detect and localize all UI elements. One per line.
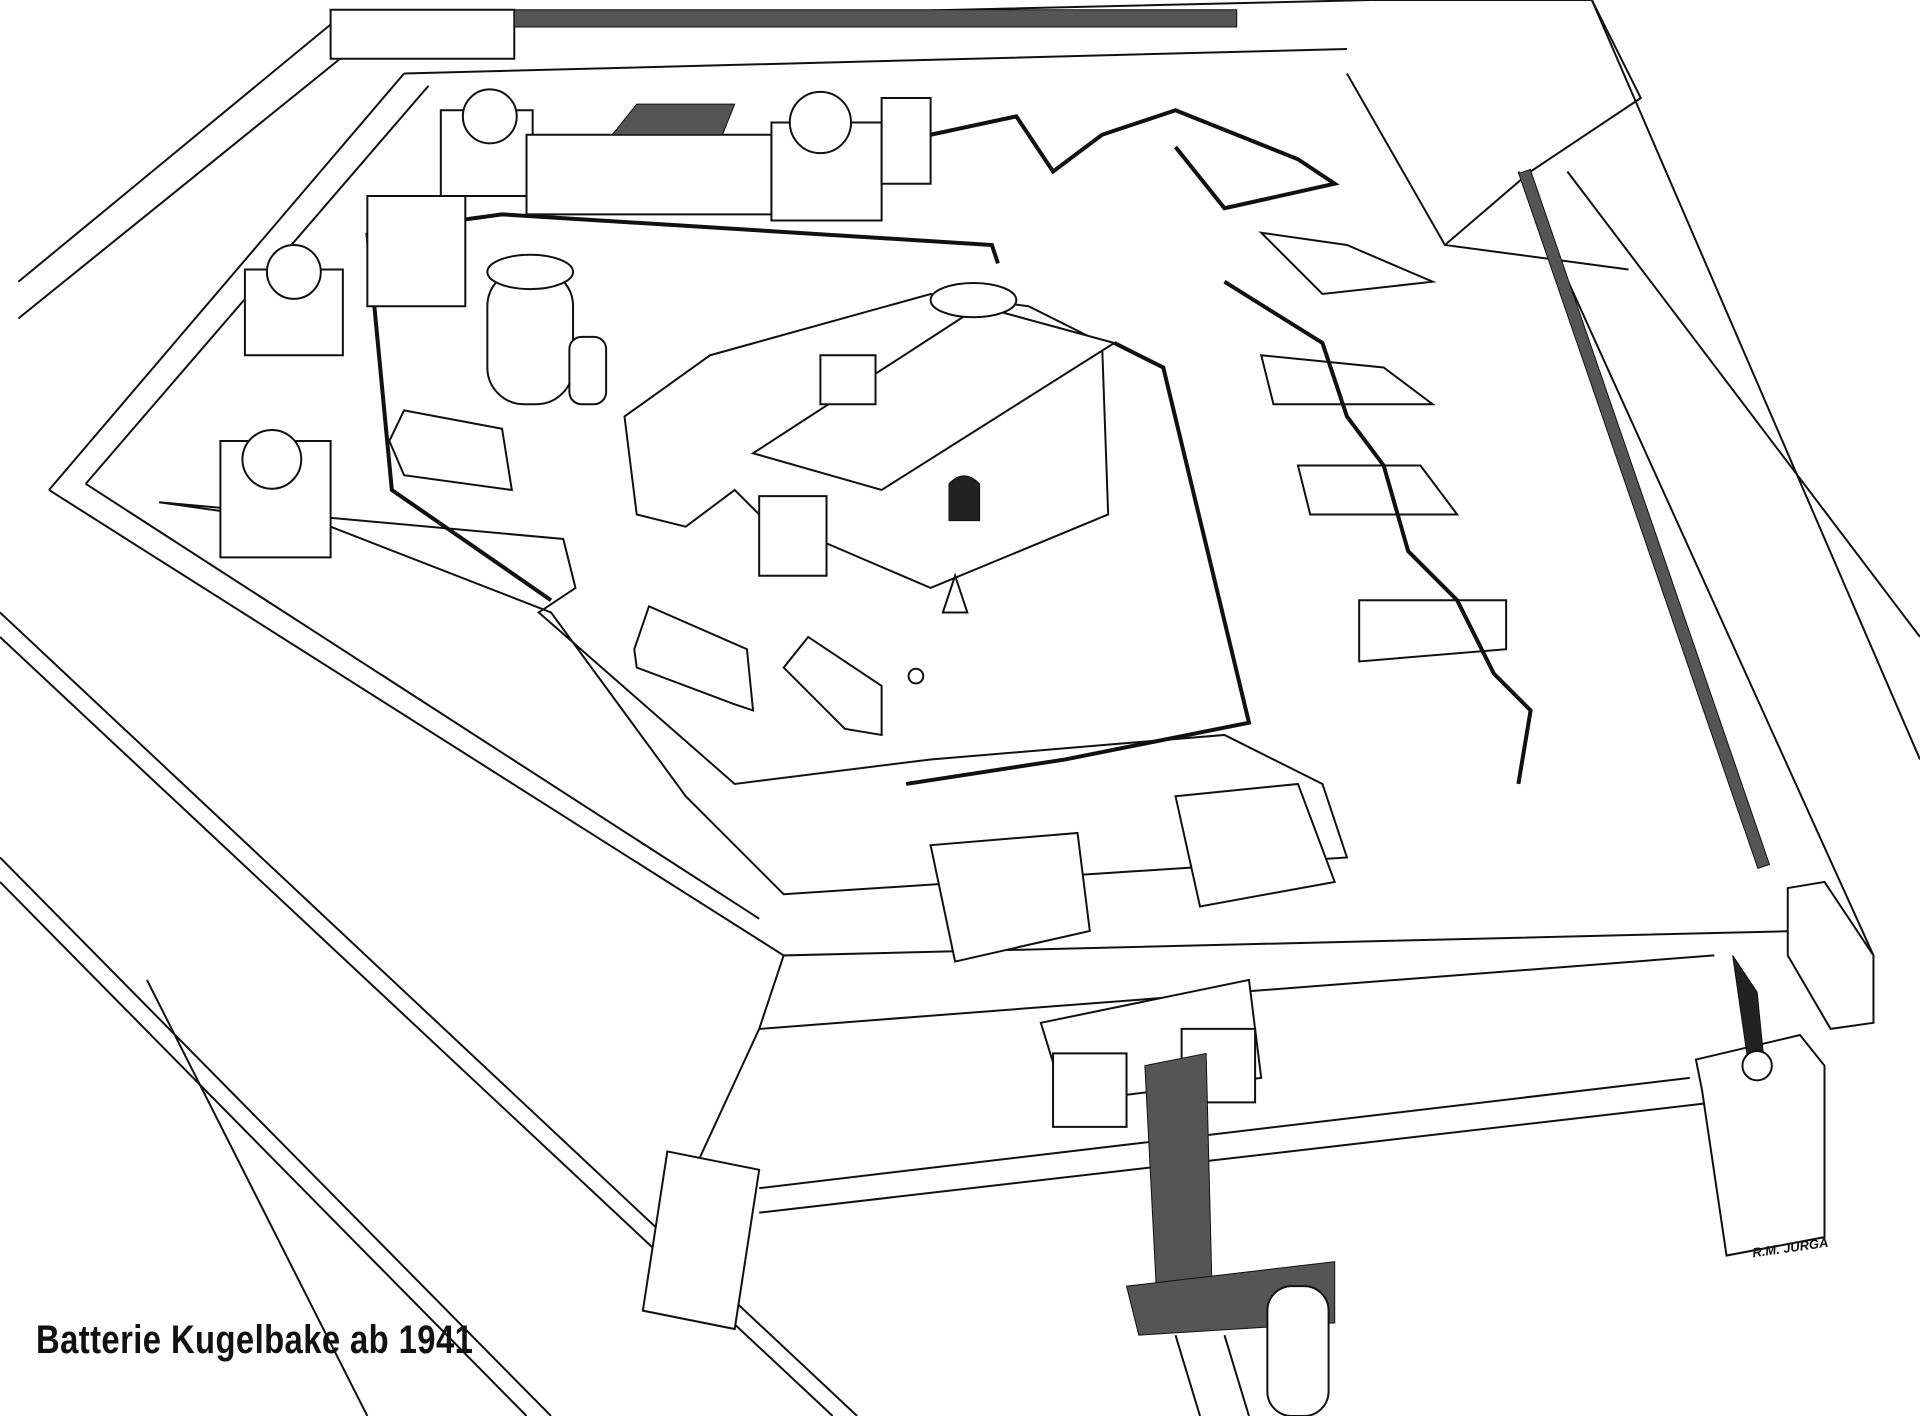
left-gun-towers (220, 196, 465, 557)
gate-bridge (1041, 980, 1335, 1416)
round-tower (487, 255, 606, 404)
caption-title: Batterie Kugelbake ab 1941 (36, 1318, 474, 1362)
seaward-emplacements (1224, 233, 1530, 784)
top-gun-emplacements (331, 10, 1335, 221)
central-bunker (624, 283, 1114, 588)
barracks (389, 410, 967, 735)
front-bastions (931, 784, 1335, 962)
left-caponier (643, 1151, 759, 1329)
beacon-tower (1519, 169, 1874, 1255)
